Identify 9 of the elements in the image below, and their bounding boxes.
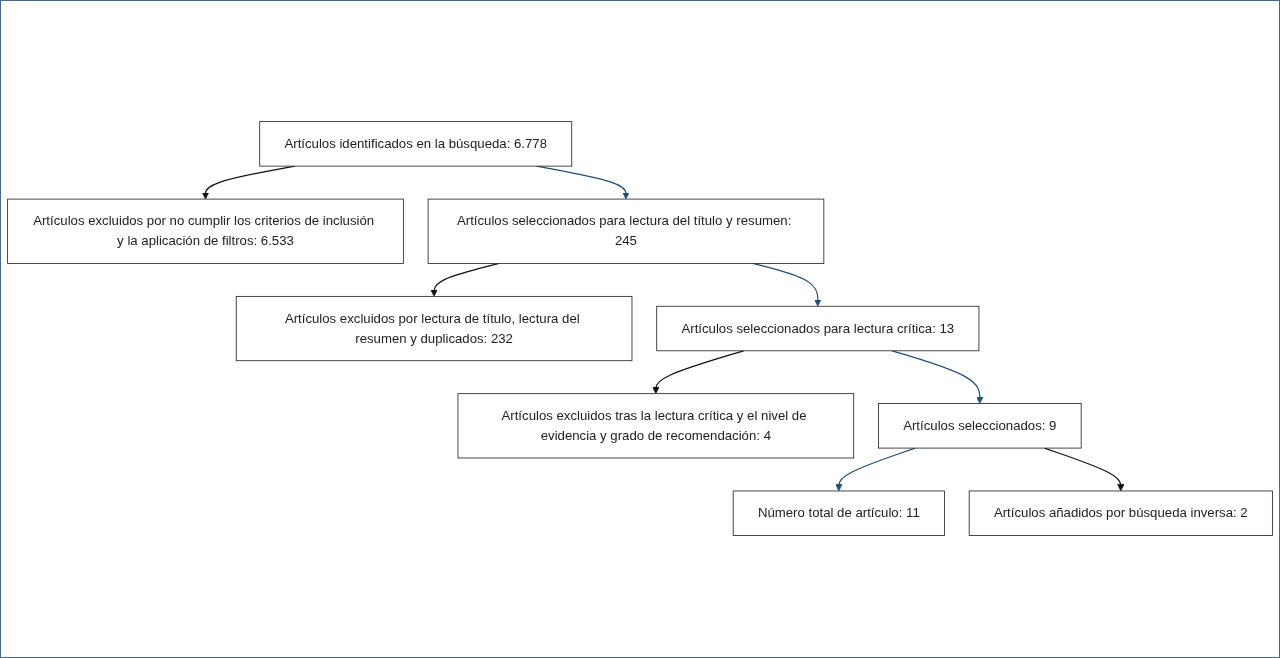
node-box: Artículos seleccionados para lectura del título y resumen: 245 bbox=[427, 199, 825, 265]
node-box: Artículos excluidos por lectura de título, lectura del resumen y duplicados: 232 bbox=[235, 296, 633, 362]
node-box: Artículos seleccionados: 9 bbox=[878, 403, 1082, 449]
node-box: Número total de artículo: 11 bbox=[732, 491, 945, 537]
node-box: Artículos excluidos tras la lectura crítica y el nivel de evidencia y grado de recomendación: 4 bbox=[457, 393, 855, 459]
node-box: Artículos excluidos por no cumplir los criterios de inclusión y la aplicación de filtros: 6.533 bbox=[7, 199, 404, 265]
node-box: Artículos identificados en la búsqueda: 6.778 bbox=[259, 121, 573, 167]
node-box: Artículos seleccionados para lectura crítica: 13 bbox=[656, 306, 980, 352]
node-box: Artículos añadidos por búsqueda inversa: 2 bbox=[968, 491, 1273, 537]
